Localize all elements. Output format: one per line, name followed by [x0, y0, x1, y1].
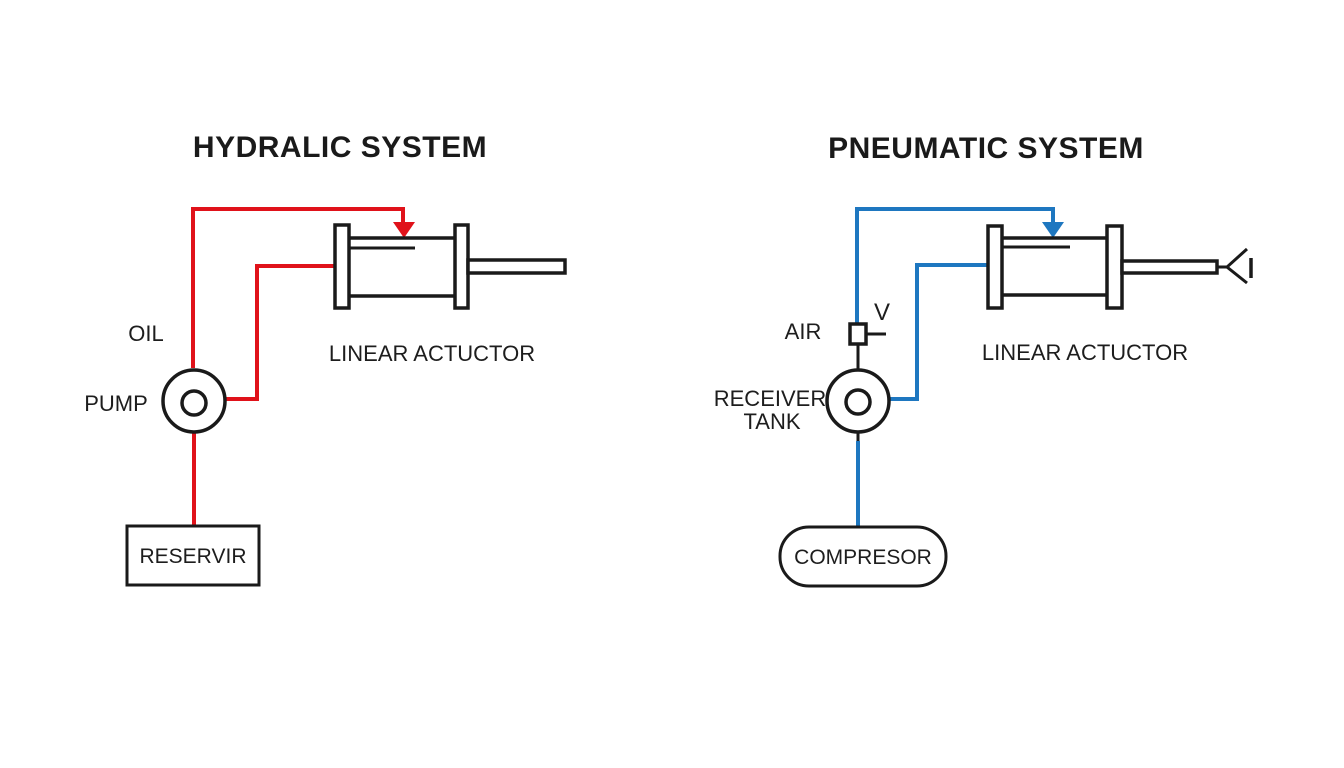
reservoir-box: [125, 524, 261, 587]
hydraulic-linear-actuator: [333, 223, 567, 310]
cylinder-left-cap: [333, 223, 351, 310]
air-label: AIR: [785, 319, 822, 344]
pump-inner-circle: [180, 389, 208, 417]
reservoir-label: RESERVIR: [140, 545, 247, 568]
hydraulic-pipe-pump-to-actuator: [191, 207, 405, 368]
cylinder-right-cap: [453, 223, 470, 310]
red-flow-arrow-icon: [393, 222, 415, 238]
piston-rod: [1120, 259, 1219, 275]
pneumatic-system-title: PNEUMATIC SYSTEM: [828, 132, 1144, 165]
hydraulic-pipe-pump-side-to-actuator: [226, 264, 335, 401]
cylinder-left-cap: [986, 224, 1004, 310]
valve-body: [848, 322, 868, 346]
pneumatic-system-group: PNEUMATIC SYSTEM V AIR RECEIVER TANK: [714, 132, 1253, 588]
pump-label: PUMP: [84, 391, 148, 416]
compressor-box: [778, 525, 948, 588]
oil-label: OIL: [128, 321, 163, 346]
rod-end-chevron-icon: [1224, 247, 1249, 285]
hydraulic-system-group: HYDRALIC SYSTEM OIL PUMP LINEA: [84, 131, 567, 587]
piston-rod: [466, 258, 567, 275]
valve-label: V: [874, 299, 890, 326]
valve-symbol: [848, 322, 886, 371]
receiver-tank-label-line2: TANK: [743, 409, 800, 434]
pneumatic-pipe-valve-to-actuator: [855, 207, 1055, 324]
pneumatic-actuator-label: LINEAR ACTUCTOR: [982, 340, 1188, 365]
pneumatic-pipe-tank-to-actuator: [888, 263, 988, 401]
blue-flow-arrow-icon: [1042, 222, 1064, 238]
compressor-label: COMPRESOR: [794, 546, 932, 569]
cylinder-right-cap: [1105, 224, 1124, 310]
receiver-tank-label-line1: RECEIVER: [714, 386, 826, 411]
receiver-tank-inner-circle: [844, 388, 872, 416]
pneumatic-linear-actuator: [986, 224, 1253, 310]
hydraulic-system-title: HYDRALIC SYSTEM: [193, 131, 487, 164]
hydraulic-actuator-label: LINEAR ACTUCTOR: [329, 341, 535, 366]
